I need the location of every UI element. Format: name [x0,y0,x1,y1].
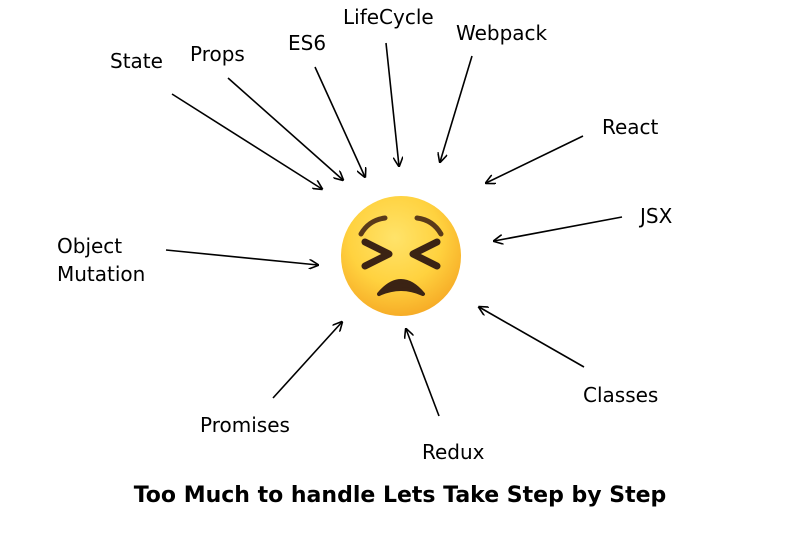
arrow-object-mutation [165,249,318,265]
label-react: React [602,115,659,139]
arrow-react [486,135,584,183]
arrow-promises [272,322,342,399]
label-classes: Classes [583,383,659,407]
label-props: Props [190,42,245,66]
arrow-props [227,77,343,180]
arrow-lifecycle [385,42,399,166]
label-redux: Redux [422,440,485,464]
arrow-es6 [314,66,365,177]
arrow-jsx [494,216,623,241]
caption-title: Too Much to handle Lets Take Step by Ste… [133,483,667,508]
arrow-redux [406,329,440,417]
label-lifecycle: LifeCycle [343,5,434,29]
label-webpack: Webpack [456,21,548,45]
label-es6: ES6 [288,31,327,55]
label-object-mutation-line1: Object [57,234,123,258]
label-state: State [110,49,163,73]
label-object-mutation-line2: Mutation [57,262,146,286]
arrow-webpack [440,55,473,162]
label-jsx: JSX [640,204,673,228]
arrow-state [171,93,322,189]
arrow-classes [479,307,585,368]
persevering-face-emoji-icon [341,196,461,316]
label-promises: Promises [200,413,290,437]
